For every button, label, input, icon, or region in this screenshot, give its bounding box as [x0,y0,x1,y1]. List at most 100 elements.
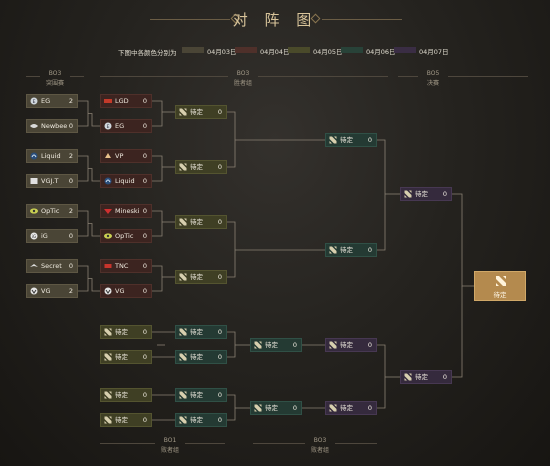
dota-icon [329,246,337,254]
connector-line [152,265,163,292]
legend-label-0407: 04月07日 [419,48,449,56]
team-score: 0 [442,190,447,198]
connector-line [152,155,163,182]
team-score: 0 [442,373,447,381]
dota-icon [329,404,337,412]
team-logo-icon [30,178,38,184]
team-score: 0 [217,353,222,361]
dota-icon [179,163,187,171]
team-name: iG [41,232,48,240]
team-score: 0 [142,416,147,424]
team-logo-icon [30,124,38,128]
connector-line [78,265,89,292]
dota-icon [104,353,112,361]
team-name: 待定 [190,218,203,226]
team-score: 0 [142,122,147,130]
team-name: 待定 [190,416,203,424]
team-logo-icon [30,287,38,295]
lower-r4-slot[interactable]: 待定 0 [325,338,377,352]
header-rule [448,76,528,77]
header-upper-format: BO3 [236,70,250,77]
header-lower2-format: BO3 [313,437,327,444]
team-logo-icon [104,99,112,103]
header-r1-format: BO3 [48,70,62,77]
team-logo-icon [30,208,38,214]
team-score: 0 [142,391,147,399]
svg-text:E: E [33,99,36,105]
legend-swatch-0407 [394,47,416,53]
team-name: Newbee [41,122,68,130]
team-name: 待定 [340,246,353,254]
team-name: 待定 [340,341,353,349]
legend-label-0403: 04月03日 [207,48,237,56]
dota-icon [329,136,337,144]
team-name: EG [115,122,125,130]
team-name: 待定 [190,163,203,171]
team-name: LGD [115,97,129,105]
connector-line [88,223,100,237]
team-name: VG [41,287,51,295]
header-lower1-name: 败者组 [160,447,179,454]
dota-icon [496,276,506,286]
dota-icon [179,416,187,424]
team-name: Secret [41,262,62,270]
header-rule [258,76,388,77]
team-score: 0 [142,152,147,160]
connector-line [78,210,89,237]
team-score: 0 [292,404,297,412]
header-rule [100,76,228,77]
legend-intro: 下图中各颜色分别为 [118,49,177,57]
footer-rule [253,443,305,444]
team-score: 0 [367,341,372,349]
team-logo-icon: E [30,97,38,105]
team-logo-icon [30,152,38,160]
team-score: 0 [68,232,73,240]
team-score: 0 [68,122,73,130]
title-rule-left [150,19,230,20]
team-score: 2 [68,207,73,215]
champion-slot[interactable]: 待定 [474,271,526,301]
dota-icon [104,391,112,399]
team-name: 待定 [340,404,353,412]
header-lower2-name: 败者组 [310,447,329,454]
header-rule [70,76,84,77]
team-logo-icon [104,287,112,295]
header-r1-name: 突围赛 [45,80,64,87]
